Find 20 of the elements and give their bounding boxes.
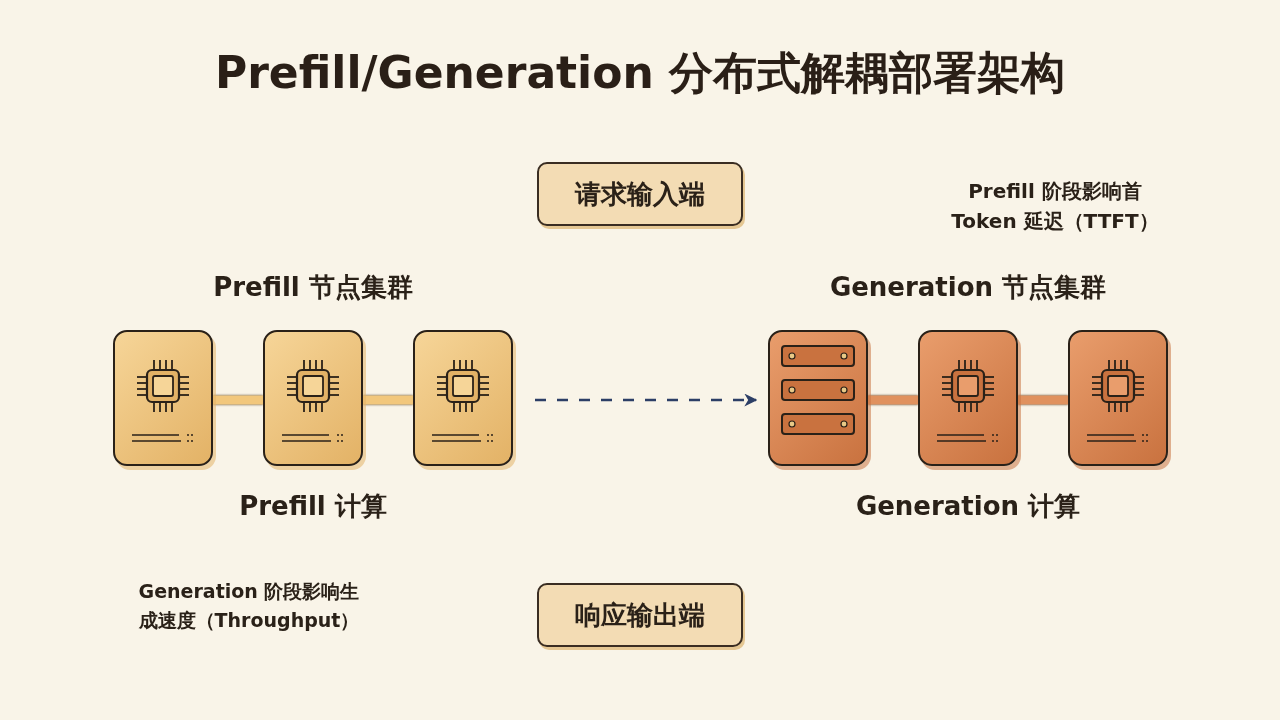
title: Prefill/Generation 分布式解耦部署架构 [213,46,1067,100]
note-text: Prefill 阶段影响首 Token 延迟（TTFT） [950,178,1160,235]
link-bar [363,395,413,405]
cluster-heading: Generation 节点集群 [828,271,1108,304]
link-bar [868,395,918,405]
link-bar [1018,395,1068,405]
node-card [263,330,363,466]
endpoint-box: 请求输入端 [537,162,743,226]
arrow [535,393,758,407]
link-bar [213,395,263,405]
node-card [113,330,213,466]
stage-label: Generation 计算 [854,490,1082,523]
note-text: Generation 阶段影响生成速度（Throughput） [137,579,361,633]
node-card [1068,330,1168,466]
node-card [918,330,1018,466]
stage-label: Prefill 计算 [238,490,388,523]
node-card [413,330,513,466]
endpoint-box: 响应输出端 [537,583,743,647]
node-card [768,330,868,466]
cluster-heading: Prefill 节点集群 [212,271,414,304]
